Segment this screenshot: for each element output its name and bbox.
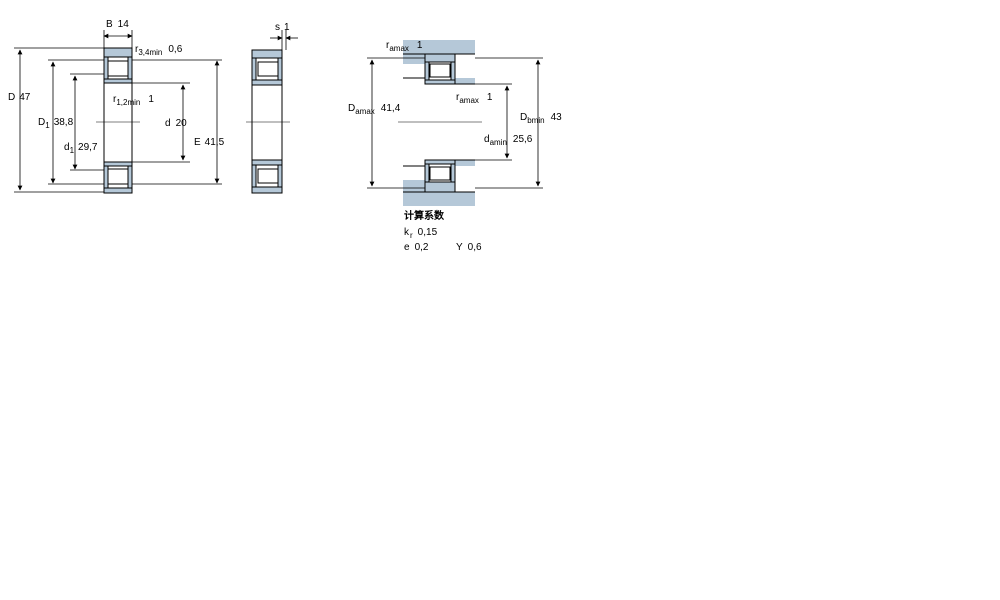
cross-section-side (246, 30, 298, 194)
dimension-lines (14, 30, 222, 193)
abutment-drawing (367, 40, 543, 206)
roller-top (107, 60, 129, 77)
inner-ring-bottom (103, 161, 133, 167)
roller-bottom (107, 168, 129, 185)
calc-title: 计算系数 (404, 209, 445, 222)
inner-ring-top (103, 78, 133, 84)
cross-section-main (96, 47, 140, 194)
outer-ring-bottom (103, 187, 133, 194)
outer-ring-top (103, 47, 133, 58)
